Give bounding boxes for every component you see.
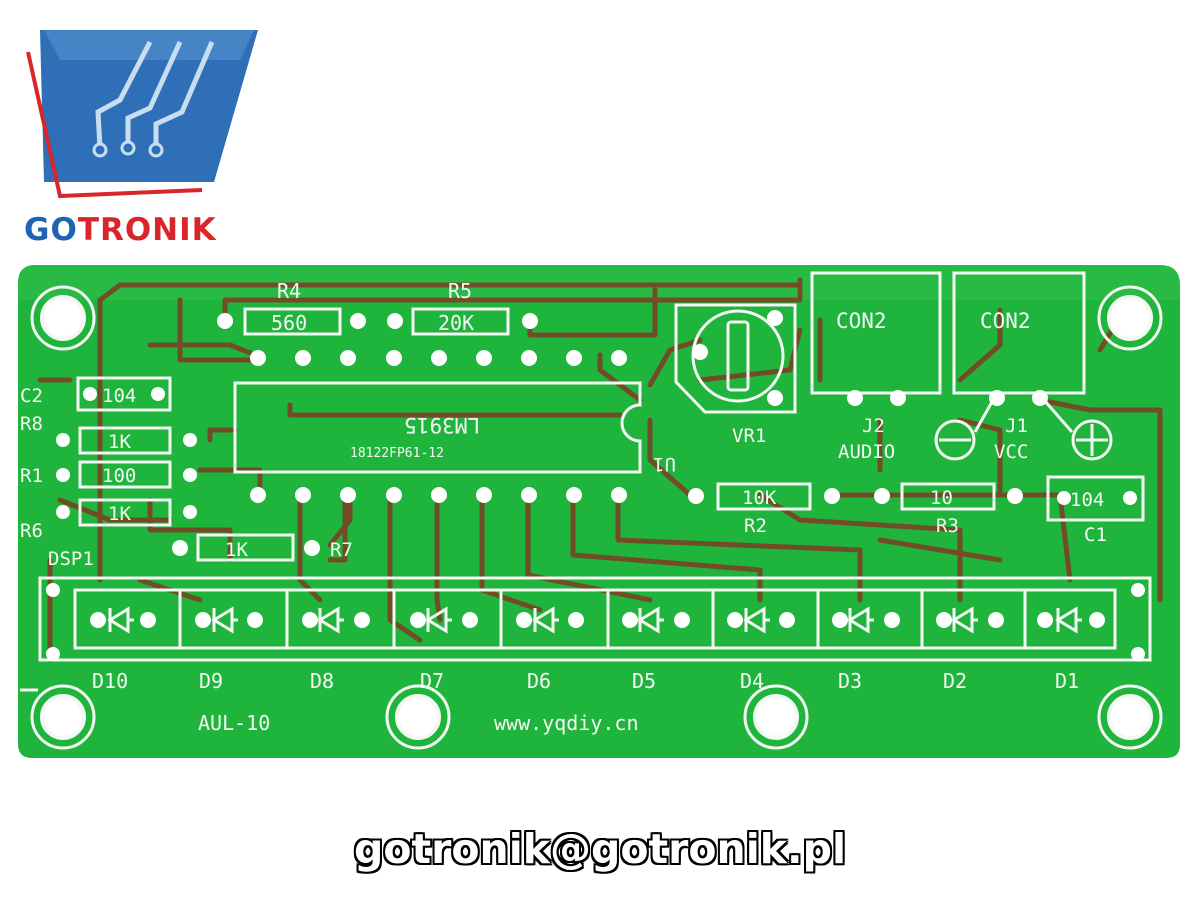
r6-ref: R6 bbox=[20, 520, 43, 542]
silkscreen-text: R4 560 R5 20K C2 104 R8 1K R1 100 R6 1K … bbox=[20, 279, 1107, 735]
website-label: www.yqdiy.cn bbox=[494, 711, 639, 735]
led-label: D10 bbox=[92, 669, 128, 693]
r3-ref: R3 bbox=[936, 515, 959, 537]
r8-value: 1K bbox=[108, 431, 131, 453]
led-labels: D10 D9 D8 D7 D6 D5 D4 D3 D2 D1 bbox=[92, 669, 1079, 693]
led-label: D6 bbox=[527, 669, 551, 693]
vr1-ref: VR1 bbox=[732, 425, 766, 447]
r4-ref: R4 bbox=[277, 279, 301, 303]
j2-type: CON2 bbox=[836, 309, 887, 333]
ic-ref: U1 bbox=[653, 453, 676, 475]
pcb-board: R4 560 R5 20K C2 104 R8 1K R1 100 R6 1K … bbox=[18, 265, 1180, 758]
ic-name: LM3915 bbox=[404, 413, 480, 437]
r7-ref: R7 bbox=[330, 539, 353, 561]
r6-value: 1K bbox=[108, 503, 131, 525]
r4-value: 560 bbox=[271, 311, 307, 335]
led-label: D7 bbox=[420, 669, 444, 693]
c2-value: 104 bbox=[102, 385, 136, 407]
led-label: D3 bbox=[838, 669, 862, 693]
model-label: AUL-10 bbox=[198, 711, 270, 735]
r7-value: 1K bbox=[225, 539, 248, 561]
solder-pads bbox=[46, 310, 1145, 661]
led-segments bbox=[178, 590, 1027, 648]
gotronik-logo bbox=[26, 30, 258, 199]
j2-label: AUDIO bbox=[838, 441, 895, 463]
led-label: D1 bbox=[1055, 669, 1079, 693]
r2-ref: R2 bbox=[744, 515, 767, 537]
r5-ref: R5 bbox=[448, 279, 472, 303]
mounting-holes bbox=[30, 285, 1163, 750]
led-label: D9 bbox=[199, 669, 223, 693]
r2-value: 10K bbox=[742, 487, 777, 509]
silkscreen-outlines bbox=[20, 271, 1152, 692]
j1-ref: J1 bbox=[1005, 415, 1028, 437]
c1-ref: C1 bbox=[1084, 524, 1107, 546]
c2-ref: C2 bbox=[20, 385, 43, 407]
brand-name-part1: GO bbox=[24, 212, 78, 248]
brand-name-part2: TRONIK bbox=[77, 212, 217, 248]
contact-email: gotronik@gotronik.pl bbox=[354, 825, 846, 873]
j2-ref: J2 bbox=[862, 415, 885, 437]
brand-name: GOTRONIK bbox=[24, 212, 217, 248]
ic-code: 18122FP61-12 bbox=[350, 446, 444, 461]
led-diode-symbols bbox=[107, 606, 1082, 634]
r8-ref: R8 bbox=[20, 413, 43, 435]
c1-value: 104 bbox=[1070, 489, 1104, 511]
r1-value: 100 bbox=[102, 465, 136, 487]
r5-value: 20K bbox=[438, 311, 474, 335]
led-label: D4 bbox=[740, 669, 764, 693]
led-label: D2 bbox=[943, 669, 967, 693]
j1-type: CON2 bbox=[980, 309, 1031, 333]
led-label: D8 bbox=[310, 669, 334, 693]
j1-label: VCC bbox=[994, 441, 1028, 463]
r3-value: 10 bbox=[930, 487, 953, 509]
r1-ref: R1 bbox=[20, 465, 43, 487]
dsp1-ref: DSP1 bbox=[48, 548, 94, 570]
led-label: D5 bbox=[632, 669, 656, 693]
